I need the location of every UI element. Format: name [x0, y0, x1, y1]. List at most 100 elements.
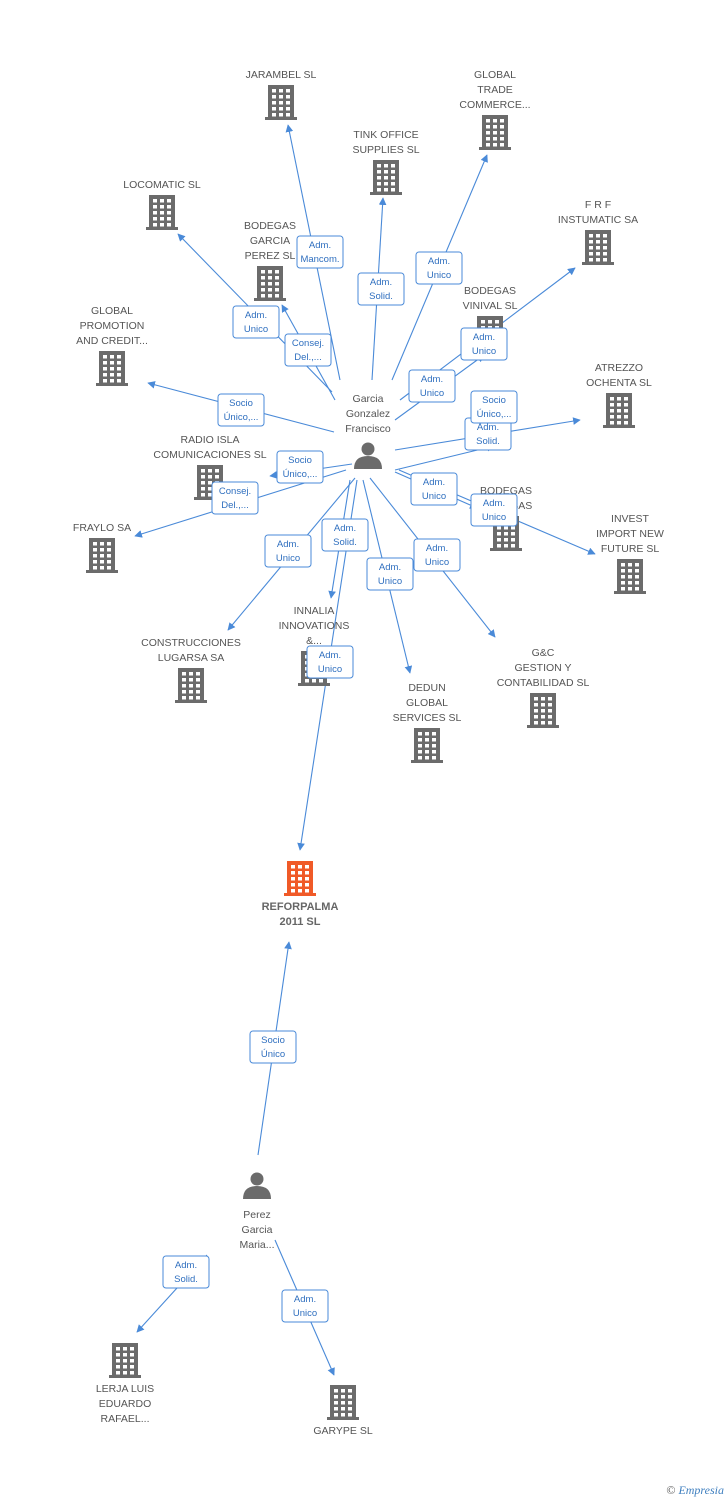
- company-node-locomatic[interactable]: LOCOMATIC SL: [123, 179, 201, 230]
- person-icon[interactable]: [354, 442, 382, 470]
- role-badge-text: Consej.Del.,...: [219, 486, 251, 511]
- role-badge[interactable]: Adm.Unico: [306, 645, 354, 679]
- building-icon[interactable]: [603, 393, 635, 428]
- role-badge-text: Adm.Solid.: [174, 1260, 198, 1285]
- copyright-symbol: ©: [666, 1483, 676, 1497]
- building-icon[interactable]: [96, 351, 128, 386]
- role-badge[interactable]: Adm.Unico: [408, 369, 456, 403]
- company-label: GARYPE SL: [313, 1425, 372, 1437]
- role-badge[interactable]: Adm.Unico: [232, 305, 280, 339]
- role-badge[interactable]: Adm.Unico: [366, 557, 414, 591]
- role-badge[interactable]: Adm.Unico: [264, 534, 312, 568]
- role-badge[interactable]: Adm.Solid.: [321, 518, 369, 552]
- role-badge[interactable]: Adm.Mancom.: [296, 235, 344, 269]
- edges-layer: [134, 124, 596, 1376]
- role-badge[interactable]: Adm.Unico: [460, 327, 508, 361]
- building-icon[interactable]: [614, 559, 646, 594]
- building-icon[interactable]: [109, 1343, 141, 1378]
- company-label: FRAYLO SA: [73, 522, 131, 534]
- role-badge[interactable]: Adm.Solid.: [357, 272, 405, 306]
- role-badge[interactable]: Adm.Solid.: [162, 1255, 210, 1289]
- role-badge[interactable]: Adm.Unico: [410, 472, 458, 506]
- role-badge-text: Adm.Unico: [420, 374, 444, 399]
- role-badge[interactable]: Adm.Unico: [415, 251, 463, 285]
- building-icon[interactable]: [284, 861, 316, 896]
- role-badge-text: Adm.Unico: [293, 1294, 317, 1319]
- building-icon[interactable]: [411, 728, 443, 763]
- building-icon[interactable]: [370, 160, 402, 195]
- building-icon[interactable]: [265, 85, 297, 120]
- company-label: JARAMBEL SL: [246, 69, 317, 81]
- person-icon[interactable]: [243, 1172, 271, 1200]
- building-icon[interactable]: [327, 1385, 359, 1420]
- role-badge[interactable]: Adm.Unico: [281, 1289, 329, 1323]
- building-icon[interactable]: [86, 538, 118, 573]
- building-icon[interactable]: [175, 668, 207, 703]
- role-badge[interactable]: Consej.Del.,...: [211, 481, 259, 515]
- company-node-fraylo[interactable]: FRAYLO SA: [73, 522, 131, 573]
- company-node-garype[interactable]: GARYPE SL: [313, 1385, 373, 1437]
- building-icon[interactable]: [527, 693, 559, 728]
- role-badge-text: Adm.Unico: [244, 310, 268, 335]
- company-label: LOCOMATIC SL: [123, 179, 201, 191]
- brand-logo[interactable]: Empresia: [678, 1483, 724, 1497]
- role-badge-text: Adm.Unico: [482, 498, 506, 523]
- role-badge-text: Adm.Unico: [472, 332, 496, 357]
- role-badge-text: Adm.Unico: [425, 543, 449, 568]
- role-badge[interactable]: Adm.Unico: [413, 538, 461, 572]
- building-icon[interactable]: [254, 266, 286, 301]
- company-node-jarambel[interactable]: JARAMBEL SL: [246, 69, 317, 120]
- building-icon[interactable]: [479, 115, 511, 150]
- role-badge-text: Adm.Solid.: [333, 523, 357, 548]
- building-icon[interactable]: [146, 195, 178, 230]
- role-badge-text: Adm.Unico: [422, 477, 446, 502]
- building-icon[interactable]: [582, 230, 614, 265]
- role-badge-text: Adm.Unico: [276, 539, 300, 564]
- role-badge-text: Adm.Solid.: [476, 422, 500, 447]
- footer: © Empresia: [666, 1483, 724, 1498]
- badges-layer: Adm.Mancom.Adm.Solid.Adm.UnicoAdm.UnicoC…: [162, 235, 518, 1323]
- role-badge[interactable]: Adm.Unico: [470, 493, 518, 527]
- role-badge-text: Adm.Unico: [318, 650, 342, 675]
- role-badge[interactable]: Consej.Del.,...: [284, 333, 332, 367]
- role-badge-text: Consej.Del.,...: [292, 338, 324, 363]
